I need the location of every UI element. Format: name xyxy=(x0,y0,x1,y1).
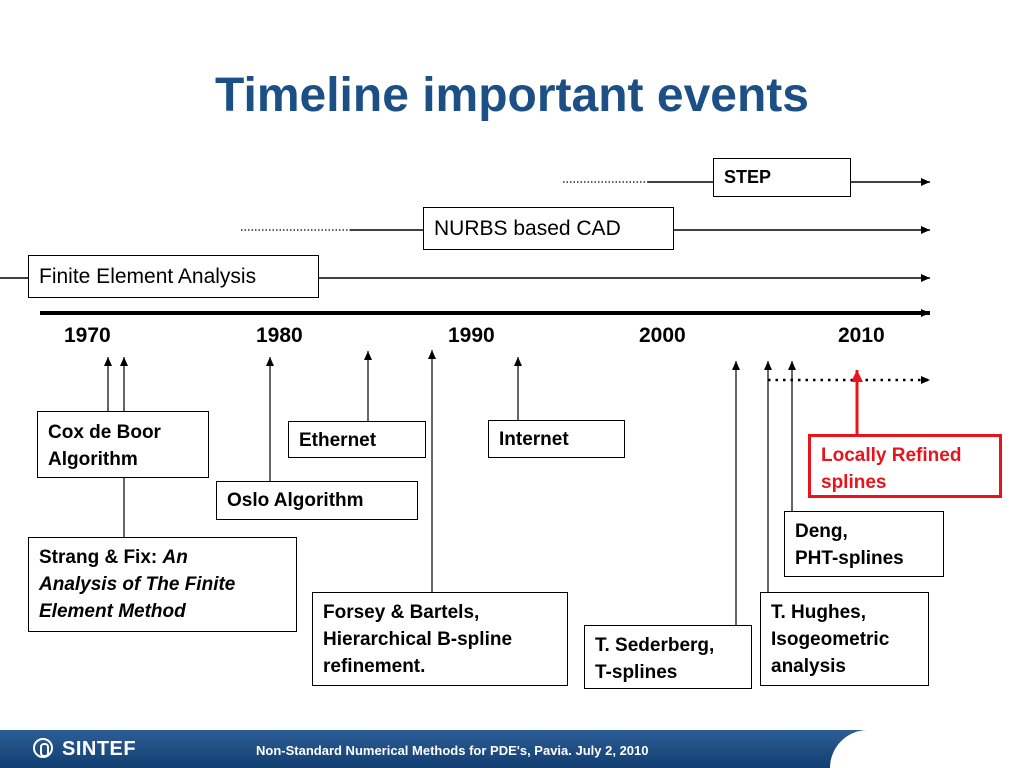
event-sederberg: T. Sederberg, T-splines xyxy=(584,625,752,689)
event-forsey-bartels-line-3: refinement. xyxy=(323,656,426,677)
sintef-logo-icon xyxy=(33,738,53,758)
event-ethernet: Ethernet xyxy=(288,421,426,458)
event-deng-line-2: PHT-splines xyxy=(795,548,904,569)
year-1980: 1980 xyxy=(256,324,303,347)
event-strang-fix: Strang & Fix: An Analysis of The Finite … xyxy=(28,537,297,632)
footer-bar: SINTEF Non-Standard Numerical Methods fo… xyxy=(0,730,1024,768)
event-hughes-line-2: Isogeometric xyxy=(771,629,890,650)
nurbs-band-label: NURBS based CAD xyxy=(423,207,674,250)
event-forsey-bartels-line-2: Hierarchical B-spline xyxy=(323,629,513,650)
event-strang-fix-prefix: Strang & Fix: xyxy=(39,547,163,568)
event-lr-splines-line-1: Locally Refined xyxy=(821,445,962,466)
event-hughes: T. Hughes, Isogeometric analysis xyxy=(760,592,929,686)
event-cox-de-boor: Cox de Boor Algorithm xyxy=(37,411,209,478)
event-cox-de-boor-line-1: Cox de Boor xyxy=(48,422,161,443)
event-cox-de-boor-line-2: Algorithm xyxy=(48,449,138,470)
event-deng-line-1: Deng, xyxy=(795,521,848,542)
event-forsey-bartels: Forsey & Bartels, Hierarchical B-spline … xyxy=(312,592,568,686)
event-deng: Deng, PHT-splines xyxy=(784,511,944,577)
fea-band-label: Finite Element Analysis xyxy=(28,255,319,298)
event-strang-fix-title-1: An xyxy=(162,547,188,568)
slide-title: Timeline important events xyxy=(215,69,809,122)
event-oslo-algorithm: Oslo Algorithm xyxy=(216,481,418,520)
event-hughes-line-1: T. Hughes, xyxy=(771,602,867,623)
event-hughes-line-3: analysis xyxy=(771,656,846,677)
event-strang-fix-title-2: Analysis of The Finite xyxy=(39,574,236,595)
event-internet: Internet xyxy=(488,420,625,458)
step-band-label: STEP xyxy=(713,158,851,197)
year-2000: 2000 xyxy=(639,324,686,347)
event-forsey-bartels-line-1: Forsey & Bartels, xyxy=(323,602,480,623)
event-lr-splines-line-2: splines xyxy=(821,472,887,493)
sintef-logo-text: SINTEF xyxy=(62,738,137,760)
year-2010: 2010 xyxy=(838,324,885,347)
year-1970: 1970 xyxy=(64,324,111,347)
event-locally-refined-splines: Locally Refined splines xyxy=(808,434,1002,498)
event-sederberg-line-1: T. Sederberg, xyxy=(595,635,715,656)
event-strang-fix-title-3: Element Method xyxy=(39,601,186,622)
footer-caption: Non-Standard Numerical Methods for PDE's… xyxy=(256,743,649,758)
year-1990: 1990 xyxy=(448,324,495,347)
event-sederberg-line-2: T-splines xyxy=(595,662,678,683)
